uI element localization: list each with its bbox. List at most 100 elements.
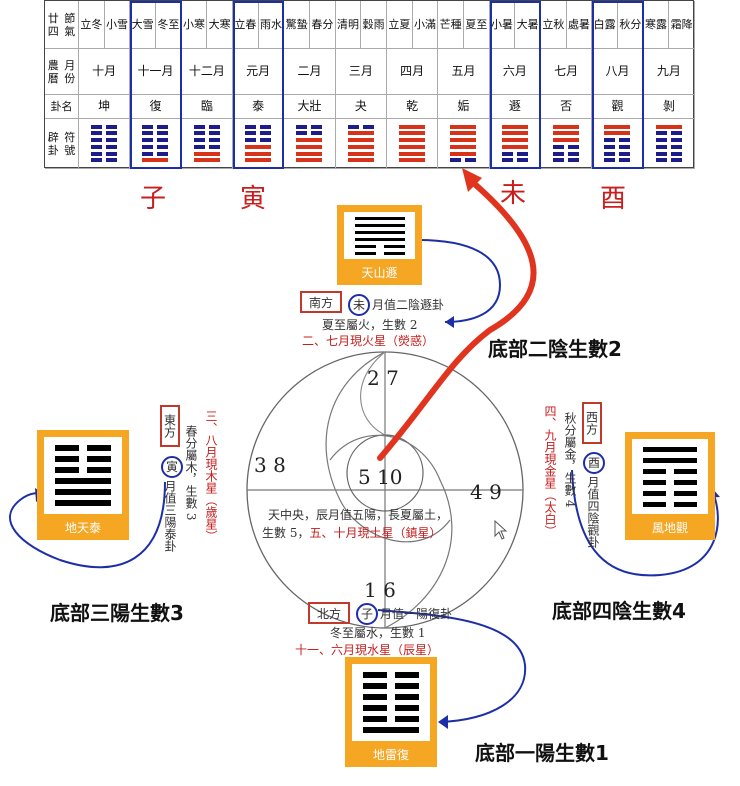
solar-term-text: 雪 (142, 17, 154, 31)
solar-term-text: 處 (567, 17, 579, 31)
gua-box-top: 天山遯 (337, 205, 422, 285)
hexagram-symbol-cell (284, 119, 336, 169)
hexagram-symbol-icon (296, 124, 323, 163)
solar-term-cell: 夏至 (464, 1, 490, 49)
solar-term-text: 立 (388, 17, 400, 31)
east-col1: 月值三陽泰卦 (163, 480, 177, 552)
hexagram-symbol-cell (643, 119, 695, 169)
hexagram-tai-icon (55, 444, 111, 507)
solar-term-text: 種 (450, 17, 462, 31)
branch-label-you: 酉 (600, 184, 627, 214)
highlight-box (130, 1, 182, 169)
row-header-text: 廿四 (47, 11, 59, 38)
solar-term-text: 水 (270, 17, 282, 31)
solar-term-text: 暑 (501, 17, 513, 31)
solar-term-text: 雪 (116, 17, 128, 31)
caption-right: 底部四陰生數4 (552, 599, 686, 623)
hexagram-name-cell: 坤 (79, 95, 131, 119)
east-col2: 春分屬木，生數 3 (184, 425, 198, 521)
east-col3: 三、八月現木星（歲星） (204, 410, 218, 542)
north-line1: 月值一陽復卦 (380, 607, 453, 621)
solar-term-text: 大 (208, 17, 220, 31)
gua-name-top: 天山遯 (361, 266, 398, 280)
gua-name-right: 風地觀 (651, 521, 688, 535)
row-header-text: 農曆 (47, 58, 59, 85)
highlight-box (592, 1, 644, 169)
west-direction-box: 西方 (582, 402, 602, 444)
row-header-text: 月份 (64, 58, 76, 85)
center-line1: 天中央，辰月值五陽，長夏屬土， (268, 508, 449, 522)
solar-term-text: 秋 (553, 17, 565, 31)
number-left: 3 8 (254, 453, 286, 477)
solar-term-text: 寒 (644, 17, 656, 31)
west-branch: 酉 (583, 452, 605, 474)
hexagram-symbol-icon (193, 124, 220, 163)
east-direction: 東方 (162, 414, 177, 438)
month-cell: 三月 (335, 49, 387, 95)
solar-term-cell: 清明 (335, 1, 362, 49)
solar-term-text: 春 (311, 17, 323, 31)
solar-term-text: 春 (245, 17, 257, 31)
hexagram-symbol-cell (541, 119, 593, 169)
solar-term-cell: 穀雨 (361, 1, 387, 49)
hexagram-name-cell: 大壯 (284, 95, 336, 119)
hexagram-symbol-icon (142, 124, 169, 163)
row-header-text: 卦名 (50, 100, 73, 113)
south-line2: 夏至屬火，生數 2 (322, 318, 418, 332)
branch-label-yin: 寅 (240, 184, 267, 214)
highlight-box (489, 1, 541, 169)
month-cell: 九月 (643, 49, 695, 95)
solar-term-text: 降 (681, 17, 693, 31)
row-header: 辟卦符號 (45, 119, 79, 169)
solar-term-text: 夏 (465, 17, 477, 31)
caption-bottom: 底部一陽生數1 (475, 741, 609, 765)
solar-term-text: 霜 (670, 17, 682, 31)
hexagram-symbol-cell (438, 119, 490, 169)
solar-term-text: 暑 (578, 17, 590, 31)
solar-term-text: 夏 (399, 17, 411, 31)
north-direction: 北方 (316, 606, 341, 621)
row-header-text: 辟卦 (47, 130, 59, 157)
number-center: 5 10 (358, 465, 403, 489)
number-bottom: 1 6 (364, 578, 396, 602)
number-right: 4 9 (470, 480, 502, 504)
north-line2: 冬至屬水，生數 1 (330, 626, 426, 640)
solar-term-cell: 春分 (310, 1, 336, 49)
solar-term-text: 清 (336, 17, 348, 31)
east-direction-box: 東方 (160, 405, 180, 447)
branch-label-zi: 子 (140, 184, 167, 214)
branch-label-wei: 未 (500, 179, 527, 209)
solar-term-text: 露 (604, 17, 616, 31)
solar-term-cell: 小寒 (181, 1, 208, 49)
solar-term-text: 至 (168, 17, 180, 31)
solar-term-text: 暑 (527, 17, 539, 31)
solar-term-text: 立 (542, 17, 554, 31)
hexagram-symbol-icon (399, 124, 426, 163)
solar-term-text: 小 (490, 17, 502, 31)
solar-term-text: 冬 (91, 17, 103, 31)
solar-term-cell: 立春 (233, 1, 259, 49)
north-branch: 子 (356, 603, 378, 625)
west-col1: 月值四陰觀卦 (586, 476, 600, 548)
solar-term-text: 芒 (439, 17, 451, 31)
hexagram-name-cell: 剝 (643, 95, 695, 119)
north-direction-box: 北方 (308, 602, 350, 624)
west-col2: 秋分屬金，生數 4 (563, 412, 577, 508)
hexagram-name-cell: 夬 (335, 95, 387, 119)
gua-box-left: 地天泰 (37, 430, 129, 540)
row-header-text: 符號 (64, 130, 76, 157)
solar-term-text: 滿 (424, 17, 436, 31)
south-direction: 南方 (308, 295, 333, 310)
south-line1: 月值二陰遯卦 (372, 298, 445, 312)
solar-term-text: 蟄 (296, 17, 308, 31)
solar-term-cell: 小暑 (489, 1, 516, 49)
hexagram-symbol-cell (335, 119, 387, 169)
solar-term-text: 立 (80, 17, 92, 31)
west-direction: 西方 (584, 411, 599, 435)
month-cell: 十月 (79, 49, 131, 95)
hexagram-name-cell: 姤 (438, 95, 490, 119)
hexagram-calendar-table: 廿四節氣農曆月份卦名辟卦符號立冬小雪大雪冬至小寒大寒立春雨水驚蟄春分清明穀雨立夏… (44, 0, 695, 169)
hexagram-fu-icon (363, 671, 419, 734)
solar-term-text: 穀 (362, 17, 374, 31)
